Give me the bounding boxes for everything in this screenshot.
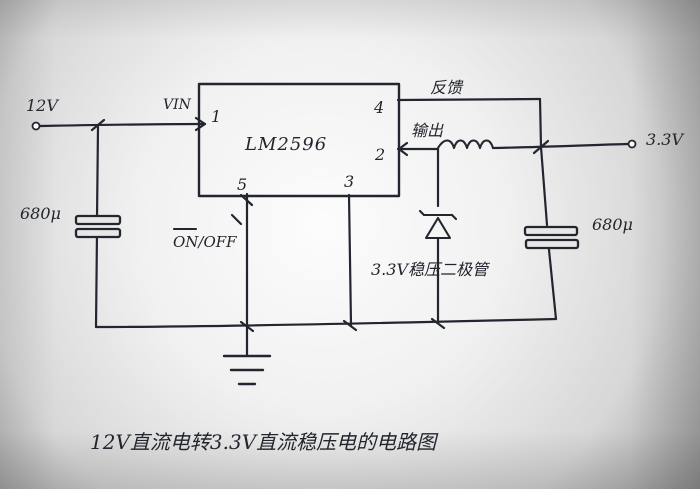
right-capacitor-top-plate bbox=[523, 225, 579, 237]
pin1-label: 1 bbox=[211, 107, 221, 126]
main-wiring bbox=[38, 97, 630, 357]
feedback-label: 反馈 bbox=[430, 78, 464, 97]
zener-bar-hook-left bbox=[418, 209, 426, 217]
output-label: 输出 bbox=[411, 121, 444, 140]
input-junction-mark bbox=[90, 118, 106, 132]
left-capacitor bbox=[74, 214, 122, 239]
pin2-arrow bbox=[397, 141, 409, 157]
on-off-label: ON/OFF bbox=[173, 233, 237, 251]
ground-symbol bbox=[222, 354, 272, 386]
pin5-tick bbox=[239, 193, 254, 207]
left-capacitor-bottom-plate bbox=[74, 227, 122, 239]
inductor-coils bbox=[436, 139, 495, 150]
pin3-label: 3 bbox=[344, 172, 354, 191]
output-junction-mark bbox=[532, 139, 550, 155]
right-capacitor bbox=[523, 225, 580, 250]
input-terminal bbox=[31, 121, 41, 131]
bottom-ground-rail bbox=[94, 317, 558, 329]
right-capacitor-label: 680μ bbox=[592, 215, 633, 234]
terminals bbox=[31, 121, 637, 149]
zener-triangle bbox=[424, 216, 452, 240]
left-lower-vertical bbox=[94, 230, 99, 329]
right-cap-bottom bbox=[546, 238, 558, 321]
chip-label: LM2596 bbox=[244, 134, 327, 155]
left-capacitor-label: 680μ bbox=[20, 204, 61, 223]
pin4-label: 4 bbox=[373, 98, 384, 117]
output-voltage-label: 3.3V bbox=[646, 130, 684, 149]
feedback-top bbox=[396, 97, 542, 102]
zener-bar-hook-right bbox=[450, 213, 458, 221]
lm2596-chip-box bbox=[197, 82, 401, 198]
onoff-tick bbox=[230, 213, 243, 226]
junction-marks bbox=[90, 116, 550, 333]
right-cap-top bbox=[539, 145, 549, 227]
input-line bbox=[38, 122, 207, 128]
zener-diode bbox=[418, 209, 458, 240]
ground-junction-mid bbox=[342, 319, 358, 332]
output-to-terminal bbox=[491, 142, 630, 150]
feedback-right-down bbox=[538, 97, 543, 149]
input-voltage-label: 12V bbox=[26, 96, 59, 115]
output-terminal bbox=[627, 139, 637, 149]
pin3-down bbox=[347, 193, 353, 327]
left-capacitor-top-plate bbox=[74, 214, 122, 226]
pin2-label: 2 bbox=[374, 145, 385, 164]
ground-junction-right bbox=[430, 317, 446, 330]
left-vertical bbox=[95, 125, 100, 220]
pin5-label: 5 bbox=[237, 175, 247, 194]
right-capacitor-bottom-plate bbox=[524, 238, 580, 250]
text-labels: 12V VIN LM2596 1 2 3 4 5 反馈 输出 3.3V 680μ… bbox=[20, 78, 684, 454]
vin-label: VIN bbox=[163, 97, 192, 113]
ground-junction-left bbox=[239, 320, 255, 333]
diagram-caption: 12V直流电转3.3V直流稳压电的电路图 bbox=[90, 430, 439, 454]
inductor bbox=[436, 139, 495, 150]
zener-label: 3.3V稳压二极管 bbox=[371, 260, 491, 279]
vin-arrow bbox=[194, 116, 207, 132]
